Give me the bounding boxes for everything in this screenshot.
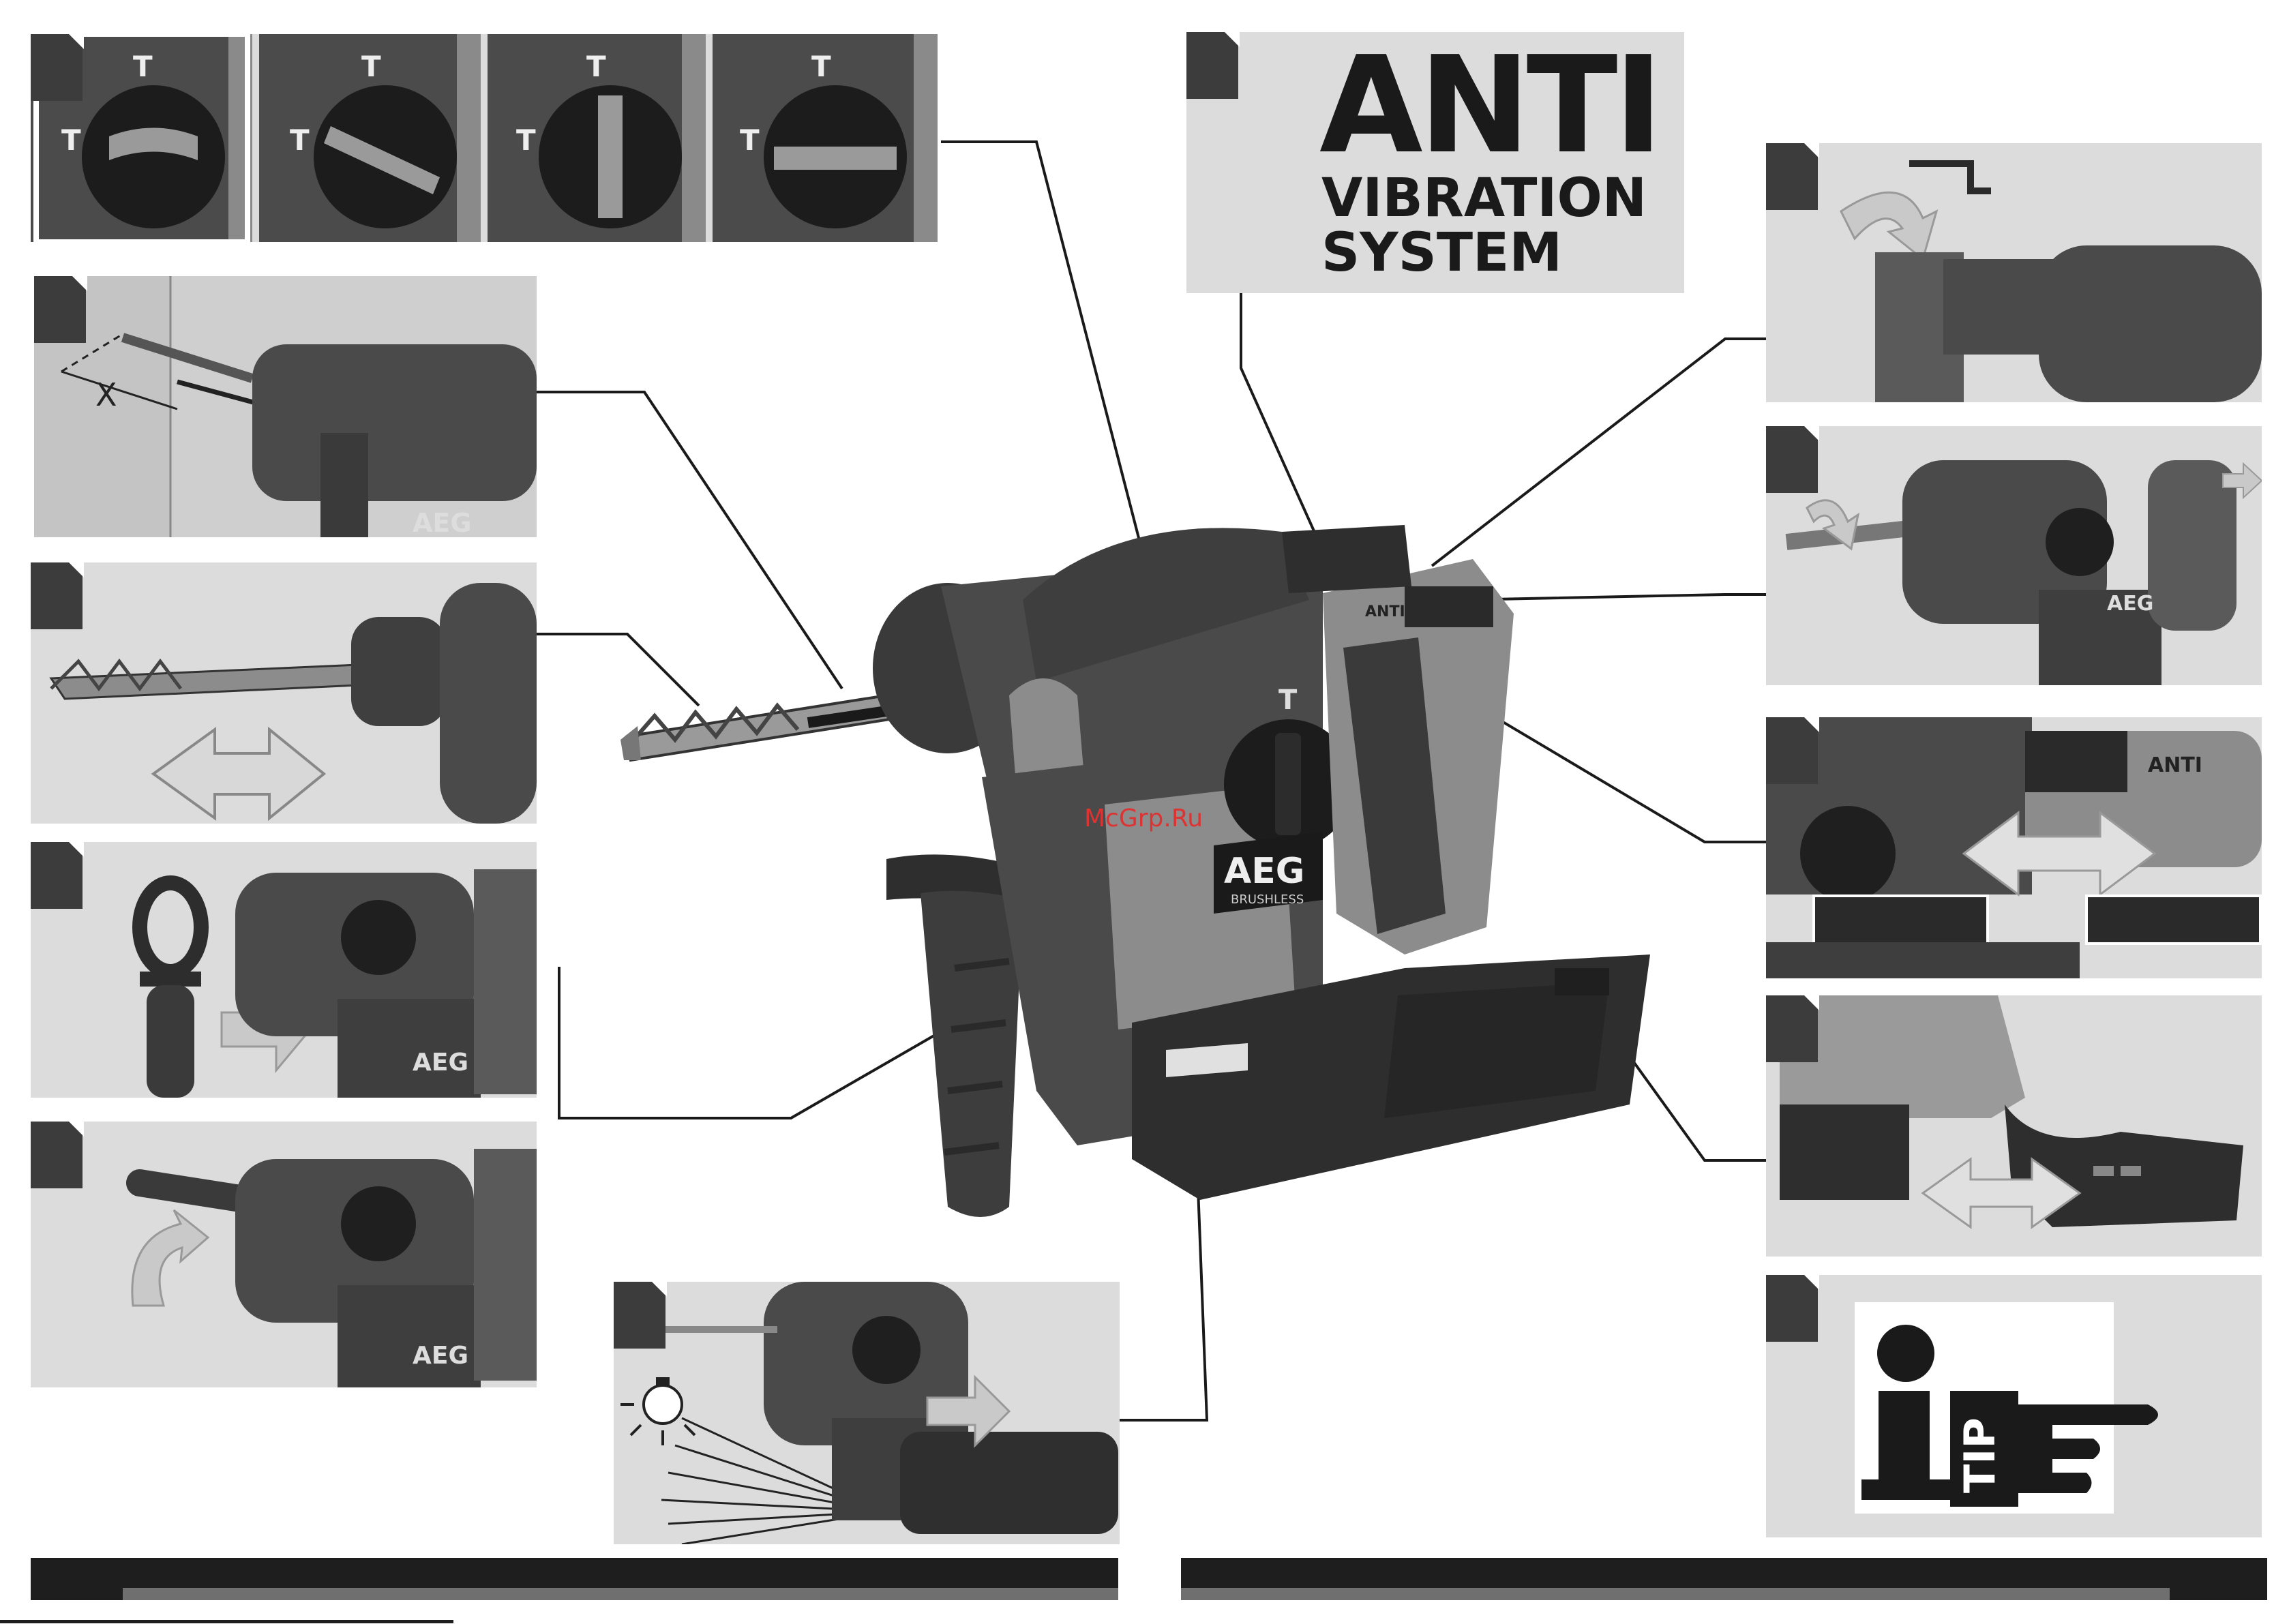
svg-text:T: T (811, 50, 831, 83)
figure-number-tab (1766, 426, 1818, 493)
figure-number-tab (614, 1282, 665, 1349)
bit-insertion-panel (31, 562, 537, 824)
battery-removal-panel (1766, 995, 2262, 1257)
mode-label: T (1278, 685, 1298, 716)
side-handle-attach-illustration: AEG (31, 842, 537, 1098)
switch-direction-illustration: ANTI (1766, 717, 2262, 978)
system-label: SYSTEM (1321, 226, 1562, 280)
depth-stop-illustration: X AEG (34, 276, 537, 537)
tip-label: TIP (1955, 1417, 2005, 1493)
footer-stripe-left (123, 1588, 1118, 1600)
figure-number-tab (31, 842, 83, 909)
side-handle-rotate-illustration: AEG (31, 1122, 537, 1387)
vibration-label: VIBRATION (1321, 172, 1647, 225)
brand-logo-text: AEG (1224, 851, 1304, 892)
svg-text:T: T (361, 50, 381, 83)
figure-number-tab (31, 1122, 83, 1188)
anti-vibration-panel: ANTI VIBRATION SYSTEM (1186, 32, 1684, 293)
side-handle-rotate-panel: AEG (31, 1122, 537, 1387)
work-light-illustration (614, 1282, 1120, 1544)
battery-removal-illustration (1766, 995, 2262, 1257)
svg-text:T: T (516, 123, 536, 157)
chuck-removal-illustration: AEG (1766, 426, 2262, 685)
depth-stop-adjust-panel (1766, 143, 2262, 402)
svg-text:T: T (133, 50, 153, 83)
figure-number-tab (34, 276, 86, 343)
chuck-removal-panel: AEG (1766, 426, 2262, 685)
svg-text:T: T (586, 50, 606, 83)
side-handle-attach-panel: AEG (31, 842, 537, 1098)
bit-insertion-illustration (31, 562, 537, 824)
svg-text:T: T (740, 123, 760, 157)
brushless-badge: BRUSHLESS (1231, 892, 1304, 907)
watermark-text: McGrp.Ru (1084, 805, 1203, 832)
depth-stop-panel: X AEG (34, 276, 537, 537)
figure-number-tab (1766, 995, 1818, 1062)
page-edge-rule (0, 1620, 453, 1623)
switch-direction-panel: ANTI (1766, 717, 2262, 978)
figure-number-tab (31, 34, 83, 101)
mode-selector-dials-illustration: T T T T T T T T (31, 34, 938, 242)
anti-badge-label: ANTI (1365, 603, 1405, 620)
depth-stop-adjust-illustration (1766, 143, 2262, 402)
mode-selector-panel: T T T T T T T T (31, 34, 938, 242)
info-dot-icon (1877, 1325, 1934, 1382)
figure-number-tab (1766, 143, 1818, 210)
depth-dimension-label: X (95, 376, 117, 413)
anti-badge-label: ANTI (2148, 753, 2202, 777)
svg-text:T: T (61, 123, 81, 157)
figure-number-tab (1186, 32, 1238, 99)
rotary-hammer-main-illustration: T AEG BRUSHLESS ANTI (600, 491, 1664, 1268)
tip-panel: TIP (1766, 1275, 2262, 1537)
figure-number-tab (1766, 717, 1818, 784)
figure-number-tab (31, 562, 83, 629)
anti-heading: ANTI (1319, 39, 1659, 172)
brand-logo-text: AEG (413, 1342, 468, 1370)
footer-stripe-right (1181, 1588, 2170, 1600)
tip-illustration: TIP (1766, 1275, 2262, 1537)
brand-logo-text: AEG (413, 508, 472, 537)
trigger-switch[interactable] (1405, 586, 1493, 627)
svg-text:T: T (290, 123, 310, 157)
pointing-hand-icon (2018, 1404, 2158, 1493)
side-handle (921, 891, 1023, 1217)
brand-logo-text: AEG (2107, 592, 2153, 616)
work-light-panel (614, 1282, 1120, 1544)
brand-logo-text: AEG (413, 1049, 468, 1077)
